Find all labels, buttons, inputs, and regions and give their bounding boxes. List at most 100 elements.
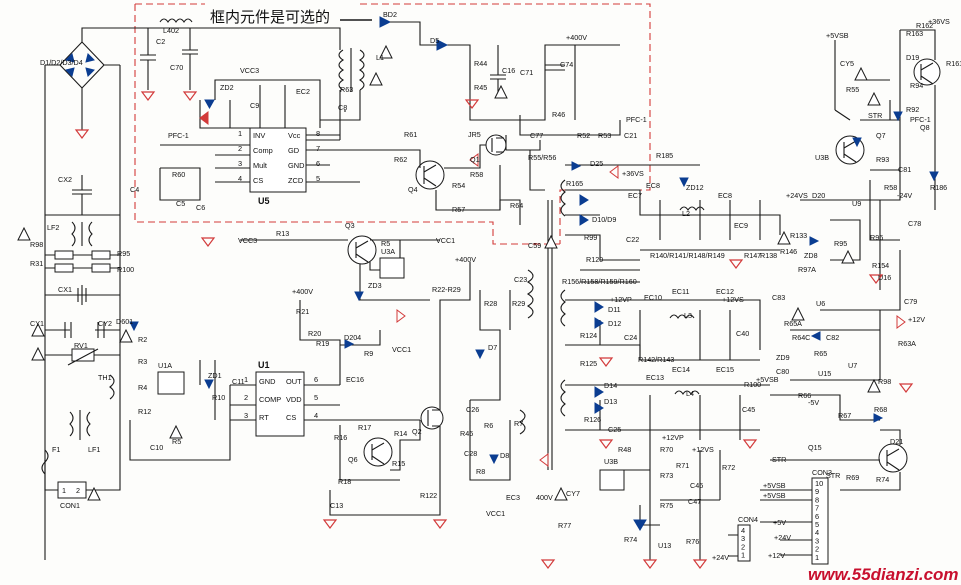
designator-q2: Q2: [412, 427, 422, 436]
designator-c59: C59: [528, 241, 541, 250]
u5-pin-num-right-3: 6: [316, 159, 320, 168]
watermark: www.55dianzi.com: [808, 565, 959, 584]
designator-c23: C23: [514, 275, 527, 284]
designator-c78: C78: [908, 219, 921, 228]
designator-r124: R124: [580, 331, 597, 340]
warning-triangles: [17, 44, 881, 501]
designator-d14: D14: [604, 381, 617, 390]
designator-zd2: ZD2: [220, 83, 234, 92]
designator-c21: C21: [624, 131, 637, 140]
rail-400v-left: +400V: [292, 287, 313, 296]
designator-ec8-2: EC8: [718, 191, 732, 200]
designator-c16: C16: [502, 66, 515, 75]
designator-r156-r158-r159-r160: R156/R158/R159/R160: [562, 277, 637, 286]
designator-u7: U7: [848, 361, 857, 370]
designator-r20: R20: [308, 329, 321, 338]
designator-zd12: ZD12: [686, 183, 704, 192]
designator-d1-d2-d3-d4: D1/D2/D3/D4: [40, 58, 83, 67]
designator-c45: C45: [742, 405, 755, 414]
designator-r13: R13: [276, 229, 289, 238]
optional-note: 框内元件是可选的: [210, 8, 330, 26]
designator-r61: R61: [404, 130, 417, 139]
designator-r97a: R97A: [798, 265, 816, 274]
rail-vcc3-mid: VCC3: [238, 236, 257, 245]
designator-c2: C2: [156, 37, 165, 46]
designator-r63a: R63A: [898, 339, 916, 348]
bus-5v: +5V: [773, 518, 786, 527]
secondary-5v: [565, 384, 770, 440]
u1-pin-num-right-1: 6: [314, 375, 318, 384]
designator-c47: C47: [688, 497, 701, 506]
designator-r17: R17: [358, 423, 371, 432]
designator-u16: U16: [878, 273, 891, 282]
designator-r98: R98: [30, 240, 43, 249]
designator-cy2: CY2: [98, 319, 112, 328]
rail-str-b: STR: [772, 455, 786, 464]
u5-pin-num-left-4: 4: [238, 174, 242, 183]
designator-lf2: LF2: [47, 223, 59, 232]
designator-ec15: EC15: [716, 365, 734, 374]
designator-r163: R163: [906, 29, 923, 38]
designator-r65a: R65A: [784, 319, 802, 328]
q1-mosfet: [485, 134, 507, 156]
con4-connector: [737, 524, 751, 562]
designator-c26: C26: [466, 405, 479, 414]
designator-c4: C4: [130, 185, 139, 194]
designator-u9: U9: [852, 199, 861, 208]
con4-pin-1: 1: [741, 551, 745, 560]
designator-r3: R3: [138, 357, 147, 366]
u5-pin-gnd: GND: [288, 161, 304, 170]
standby-circuit: [770, 29, 941, 491]
u5-pin-gd: GD: [288, 146, 299, 155]
designator-r64c: R64C: [792, 333, 810, 342]
designator-r5-2: R5: [172, 437, 181, 446]
u5-pin-num-left-1: 1: [238, 129, 242, 138]
q4-transistor: [415, 160, 445, 190]
rail-36vs-mid: +36VS: [622, 169, 644, 178]
con4-pin-2: 2: [741, 542, 745, 551]
con4-pin-4: 4: [741, 526, 745, 535]
designator-r72: R72: [722, 463, 735, 472]
con3-label: CON3: [812, 468, 832, 477]
designator-ec8: EC8: [646, 181, 660, 190]
designator-r5: R5: [381, 239, 390, 248]
designator-r165: R165: [566, 179, 583, 188]
con3-pin-7: 7: [815, 504, 819, 513]
designator-u3b: U3B: [604, 457, 618, 466]
designator-c25: C25: [608, 425, 621, 434]
con1-pin-2: 2: [76, 486, 80, 495]
rail-pfc-b: PFC-1: [626, 115, 647, 124]
con3-pin-8: 8: [815, 495, 819, 504]
designator-cy7: CY7: [566, 489, 580, 498]
designator-r8: R8: [476, 467, 485, 476]
designator-ec12: EC12: [716, 287, 734, 296]
designator-c70: C70: [170, 63, 183, 72]
designator-r12: R12: [138, 407, 151, 416]
designator-l4: L4: [686, 389, 694, 398]
q6-transistor: [363, 437, 393, 467]
designator-r73: R73: [660, 471, 673, 480]
rail-vcc1-a: VCC1: [436, 236, 455, 245]
designator-r185: R185: [656, 151, 673, 160]
designator-r99: R99: [584, 233, 597, 242]
u1-pin-num-left-2: 2: [244, 393, 248, 402]
designator-cy1: CY1: [30, 319, 44, 328]
designator-r53: R53: [598, 131, 611, 140]
designator-r74-2: R74: [876, 475, 889, 484]
designator-d20: D20: [812, 191, 825, 200]
designator-zd3: ZD3: [368, 281, 382, 290]
designator-r2: R2: [138, 335, 147, 344]
designator-d8: D8: [500, 451, 509, 460]
designator-r94: R94: [910, 81, 923, 90]
con1-label: CON1: [60, 501, 80, 510]
designator-r77: R77: [558, 521, 571, 530]
designator-r54: R54: [452, 181, 465, 190]
designator-th1: TH1: [98, 373, 112, 382]
u5-pin-vcc: Vcc: [288, 131, 301, 140]
u5-pin-num-left-3: 3: [238, 159, 242, 168]
designator-r95: R95: [117, 249, 130, 258]
rail-vcc3-top: VCC3: [240, 66, 259, 75]
u1-pin-cs: CS: [286, 413, 296, 422]
rail-5vsb-mid: +5VSB: [756, 375, 779, 384]
